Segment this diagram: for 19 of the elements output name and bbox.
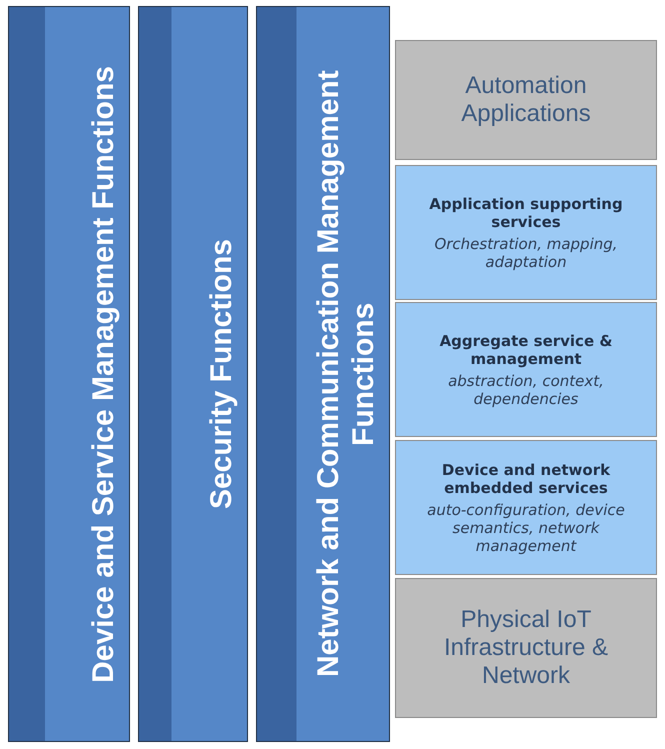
layer-description: Orchestration, mapping, adaptation xyxy=(433,234,619,270)
layer-title: Automation Applications xyxy=(460,72,592,128)
service-layer-band xyxy=(395,302,657,437)
application-layer-band xyxy=(395,40,657,160)
function-pillar xyxy=(8,6,130,742)
pillar-title: Network and Communication Management Functions xyxy=(311,70,381,680)
layer-title: Physical IoT Infrastructure & Network xyxy=(442,606,610,690)
pillar-title: Device and Service Management Functions xyxy=(86,66,121,682)
layer-title: Device and network embedded services xyxy=(440,460,612,496)
function-pillar xyxy=(138,6,248,742)
function-pillar xyxy=(256,6,390,742)
infrastructure-layer-band xyxy=(395,578,657,718)
layer-title: Application supporting services xyxy=(428,194,624,230)
service-layer-band xyxy=(395,440,657,575)
layer-description: abstraction, context, dependencies xyxy=(447,372,605,408)
layer-title: Aggregate service & management xyxy=(438,332,614,368)
pillar-title: Security Functions xyxy=(204,238,239,510)
service-layer-band xyxy=(395,165,657,300)
layer-description: auto-configuration, device semantics, network management xyxy=(426,500,626,554)
